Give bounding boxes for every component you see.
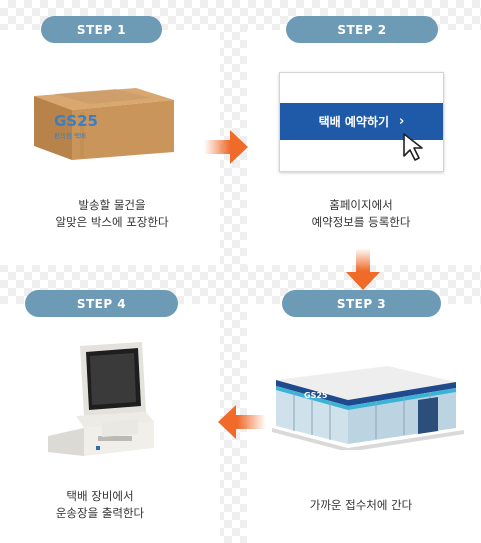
box-brand: GS25 [54,112,98,130]
step4-caption: 택배 장비에서 운송장을 출력한다 [0,488,200,522]
step4-caption-line2: 운송장을 출력한다 [55,506,145,520]
reserve-button-label: 택배 예약하기 [318,115,390,129]
box-sub: 편의점 택배 [54,131,86,140]
step3-label: STEP 3 [282,290,441,317]
arrow-right-icon [204,130,248,164]
step4-caption-line1: 택배 장비에서 [66,489,134,503]
step3-caption: 가까운 접수처에 간다 [261,497,461,514]
mouse-cursor-icon [403,133,423,161]
shipping-box-image: GS25 편의점 택배 [34,88,174,160]
step1-caption: 발송할 물건을 알맞은 박스에 포장한다 [12,197,212,231]
step2-caption-line1: 홈페이지에서 [329,198,393,212]
step4-label: STEP 4 [25,290,178,317]
step1-caption-line1: 발송할 물건을 [78,198,146,212]
step1-caption-line2: 알맞은 박스에 포장한다 [55,215,169,229]
kiosk-machine-image [48,342,154,456]
step2-label: STEP 2 [286,16,438,43]
store-sign: GS25 [304,391,328,400]
step1-label: STEP 1 [41,16,162,43]
arrow-down-icon [346,248,380,290]
chevron-right-icon: › [399,114,405,129]
web-page-mock: 택배 예약하기 › [279,72,444,172]
reserve-button[interactable]: 택배 예약하기 › [280,103,443,140]
step2-caption: 홈페이지에서 예약정보를 등록한다 [261,197,461,231]
convenience-store-image: GS25 [272,366,464,450]
step2-caption-line2: 예약정보를 등록한다 [311,215,411,229]
arrow-left-icon [218,405,266,439]
step3-caption-line1: 가까운 접수처에 간다 [309,498,413,512]
